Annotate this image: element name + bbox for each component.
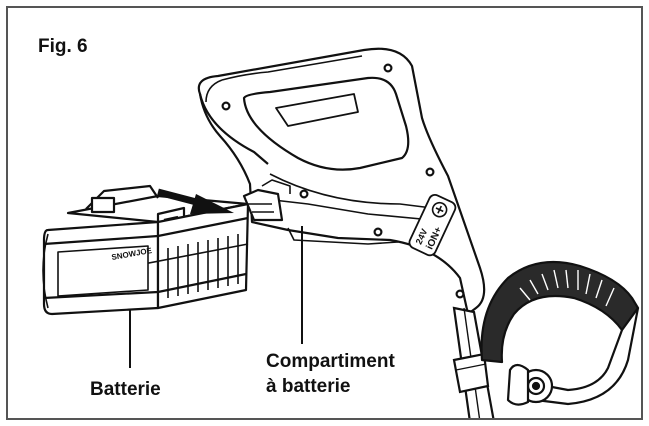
battery-pack [42, 184, 250, 316]
handle-badge: 24V iON+ [408, 193, 457, 257]
battery-label: Batterie [90, 379, 161, 400]
shaft [452, 306, 495, 418]
compartment-label-line-1: Compartiment [266, 351, 395, 372]
compartment-label: Compartiment à batterie [266, 349, 395, 399]
insertion-arrow [157, 188, 234, 214]
compartment-label-line-2: à batterie [266, 376, 351, 397]
illustration: SNOWJOE [42, 47, 640, 418]
figure-title: Fig. 6 [38, 36, 88, 57]
auxiliary-handle [480, 260, 640, 406]
figure-frame: SNOWJOE [6, 6, 643, 420]
handle-housing [197, 47, 486, 316]
